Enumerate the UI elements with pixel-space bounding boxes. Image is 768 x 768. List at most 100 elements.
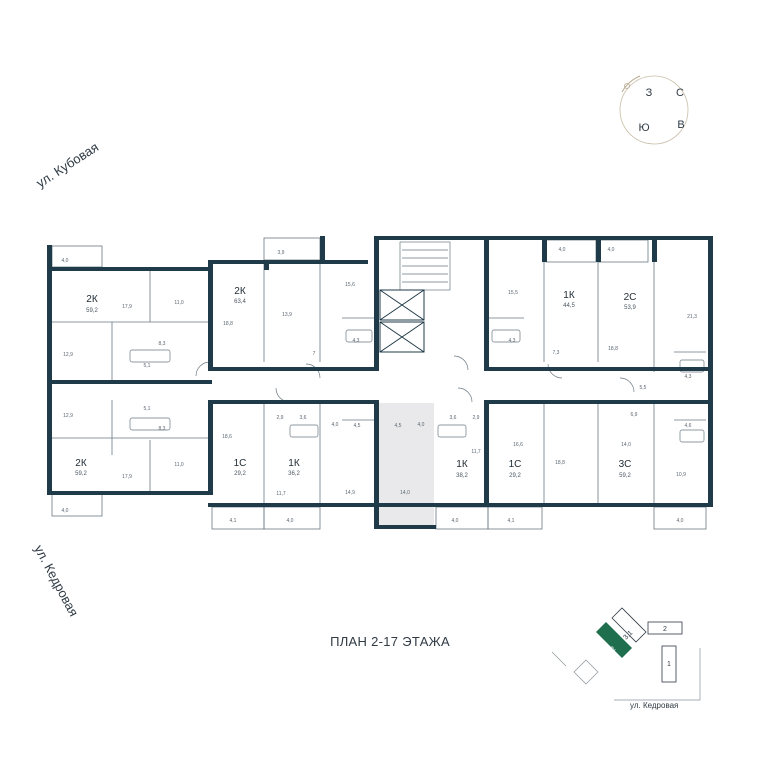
room-area: 17,9: [122, 304, 132, 310]
room-area: 2,9: [473, 415, 480, 421]
room-area: 4,0: [62, 508, 69, 514]
apartment-type: 1К: [288, 458, 300, 469]
room-area: 4,3: [685, 374, 692, 380]
room-labels: 4,0 17,9 11,0 12,9 8,3 5,1 5,1 8,3 12,9 …: [62, 247, 698, 524]
compass-south: Ю: [638, 122, 649, 134]
apartment-type: 2К: [234, 286, 246, 297]
room-area: 4,0: [677, 518, 684, 524]
room-area: 4,6: [685, 423, 692, 429]
room-area: 10,9: [676, 472, 686, 478]
room-area: 2,9: [277, 415, 284, 421]
street-label-top: ул. Кубовая: [33, 139, 101, 190]
room-area: 5,1: [144, 363, 151, 369]
room-area: 7: [313, 351, 316, 357]
site-path-icon: [551, 651, 567, 667]
room-area: 16,6: [513, 442, 523, 448]
room-area: 4,5: [395, 423, 402, 429]
room-area: 4,0: [62, 258, 69, 264]
room-area: 4,0: [287, 518, 294, 524]
room-area: 3,6: [450, 415, 457, 421]
compass-north: С: [676, 87, 684, 99]
room-area: 15,6: [345, 282, 355, 288]
apartment-type: 3С: [619, 459, 632, 470]
apartment-type: 2К: [75, 458, 87, 469]
room-area: 12,9: [63, 352, 73, 358]
apartment-label[interactable]: 2К 59,2: [75, 458, 87, 477]
room-area: 12,9: [63, 413, 73, 419]
apartment-area: 38,2: [456, 473, 468, 479]
site-street-label: ул. Кедровая: [630, 701, 678, 710]
room-area: 18,8: [608, 346, 618, 352]
apartment-area: 59,2: [75, 471, 87, 477]
apartment-label[interactable]: 1К 44,5: [563, 290, 575, 309]
apartment-type: 1С: [234, 458, 247, 469]
building-label: 1: [667, 661, 671, 668]
room-area: 3,9: [278, 250, 285, 256]
apartment-label[interactable]: 3С 59,2: [619, 459, 632, 479]
apartment-area: 44,5: [563, 303, 575, 309]
apartment-area: 53,9: [624, 305, 636, 311]
room-area: 5,5: [640, 385, 647, 391]
apartment-label[interactable]: 2С 53,9: [624, 292, 637, 311]
apartment-area: 59,2: [86, 308, 98, 314]
compass-arc-icon: [621, 75, 641, 93]
street-label-bottom: ул. Кедровая: [31, 542, 81, 618]
room-area: 21,3: [687, 314, 697, 320]
room-area: 4,0: [452, 518, 459, 524]
building-label: 2: [663, 626, 667, 633]
building-outline[interactable]: [611, 607, 647, 643]
room-area: 4,0: [608, 247, 615, 253]
room-area: 4,0: [559, 247, 566, 253]
room-area: 5,1: [144, 406, 151, 412]
room-area: 11,0: [174, 462, 184, 468]
room-area: 8,3: [159, 341, 166, 347]
doors: [195, 355, 635, 403]
room-area: 18,8: [223, 321, 233, 327]
building-outline[interactable]: [647, 621, 683, 635]
room-area: 18,6: [222, 434, 232, 440]
room-area: 13,9: [282, 312, 292, 318]
room-area: 4,3: [353, 338, 360, 344]
apartment-type: 1К: [456, 459, 468, 470]
apartment-area: 29,2: [234, 471, 246, 477]
compass-east: В: [677, 119, 684, 131]
apartment-label[interactable]: 1С 29,2: [509, 459, 522, 479]
apartment-label[interactable]: 1С 29,2: [234, 458, 247, 477]
apartment-area: 29,2: [509, 473, 521, 479]
room-area: 14,0: [621, 442, 631, 448]
room-area: 4,3: [509, 338, 516, 344]
building-highlight[interactable]: [596, 622, 632, 658]
partitions: [52, 262, 706, 505]
room-area: 14,0: [400, 490, 410, 496]
building-outline[interactable]: [661, 645, 677, 683]
room-area: 15,5: [508, 290, 518, 296]
apartment-type: 1С: [509, 459, 522, 470]
stairwell: [399, 241, 451, 291]
room-area: 11,7: [471, 449, 481, 455]
site-plan: 3.2 3.1 2 1 ул. Кедровая: [551, 607, 701, 710]
compass-marker-icon: [624, 83, 630, 89]
apartment-type: 2С: [624, 292, 637, 303]
room-area: 8,3: [159, 426, 166, 432]
highlighted-apartment[interactable]: [376, 403, 434, 528]
room-area: 4,1: [508, 518, 515, 524]
site-road-icon: [614, 648, 701, 701]
bathroom-fixtures: [129, 329, 705, 443]
site-square-icon: [573, 659, 599, 685]
walls: [47, 236, 713, 529]
room-area: 6,9: [631, 412, 638, 418]
room-area: 4,5: [354, 423, 361, 429]
room-area: 4,0: [418, 422, 425, 428]
apartment-label[interactable]: 1К 38,2: [456, 459, 468, 479]
room-area: 11,7: [276, 491, 286, 497]
apartment-area: 59,2: [619, 473, 631, 479]
elevators: [379, 289, 425, 353]
building-label: 3.1: [622, 630, 634, 642]
apartment-type: 1К: [563, 290, 575, 301]
